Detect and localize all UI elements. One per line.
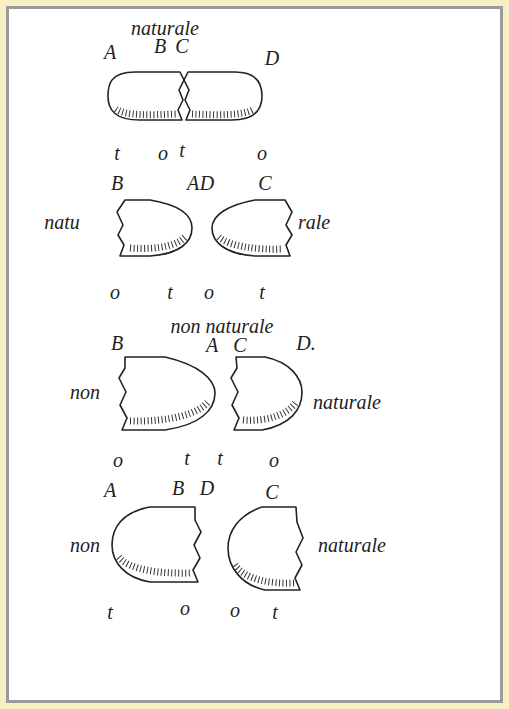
pole-letter: B xyxy=(111,333,123,353)
pole-letter: C xyxy=(175,36,188,56)
magnet-piece xyxy=(184,72,262,120)
magnet-piece xyxy=(231,357,302,430)
annotation: non xyxy=(70,535,100,555)
pole-letter: t xyxy=(114,143,120,163)
hatching xyxy=(192,109,254,115)
magnet-piece xyxy=(112,507,201,582)
pole-letter: D xyxy=(200,478,214,498)
magnet-piece xyxy=(117,200,192,256)
pole-letter: D. xyxy=(296,333,315,353)
pole-letter: t xyxy=(259,282,265,302)
pole-letter: t xyxy=(184,448,190,468)
magnet-piece xyxy=(228,507,303,590)
hatching xyxy=(219,237,283,249)
hatching xyxy=(119,557,191,573)
pole-letter: C xyxy=(258,173,271,193)
pole-letter: t xyxy=(167,282,173,302)
pole-letter: D xyxy=(200,173,214,193)
annotation: natu xyxy=(44,212,80,232)
pole-letter: o xyxy=(113,450,123,470)
pole-letter: o xyxy=(269,450,279,470)
pole-letter: o xyxy=(204,282,214,302)
hatching xyxy=(130,236,186,248)
pole-letter: o xyxy=(230,600,240,620)
pole-letter: A xyxy=(206,335,218,355)
pole-letter: t xyxy=(217,448,223,468)
pole-letter: o xyxy=(180,598,190,618)
hatching xyxy=(243,402,296,420)
pole-letter: D xyxy=(265,48,279,68)
magnet-piece xyxy=(119,357,215,430)
heading: naturale xyxy=(131,18,199,38)
pole-letter: A xyxy=(187,173,199,193)
hatching xyxy=(116,109,176,115)
magnet-piece xyxy=(212,200,292,256)
pole-letter: C xyxy=(233,335,246,355)
pole-letter: B xyxy=(172,478,184,498)
pole-letter: o xyxy=(110,282,120,302)
pole-letter: C xyxy=(265,482,278,502)
annotation: naturale xyxy=(318,535,386,555)
pole-letter: o xyxy=(257,143,267,163)
pole-letter: t xyxy=(179,140,185,160)
pole-letter: o xyxy=(158,143,168,163)
pole-letter: A xyxy=(104,480,116,500)
annotation: non naturale xyxy=(171,316,274,336)
annotation: rale xyxy=(298,212,330,232)
annotation: non xyxy=(70,382,100,402)
pole-letter: t xyxy=(272,602,278,622)
pole-letter: B xyxy=(154,36,166,56)
annotation: naturale xyxy=(313,392,381,412)
page-frame xyxy=(6,6,503,703)
pole-letter: B xyxy=(111,173,123,193)
hatching xyxy=(235,565,295,583)
pole-letter: t xyxy=(107,602,113,622)
pole-letter: A xyxy=(104,42,116,62)
hatching xyxy=(130,402,208,421)
magnet-piece xyxy=(108,72,184,120)
